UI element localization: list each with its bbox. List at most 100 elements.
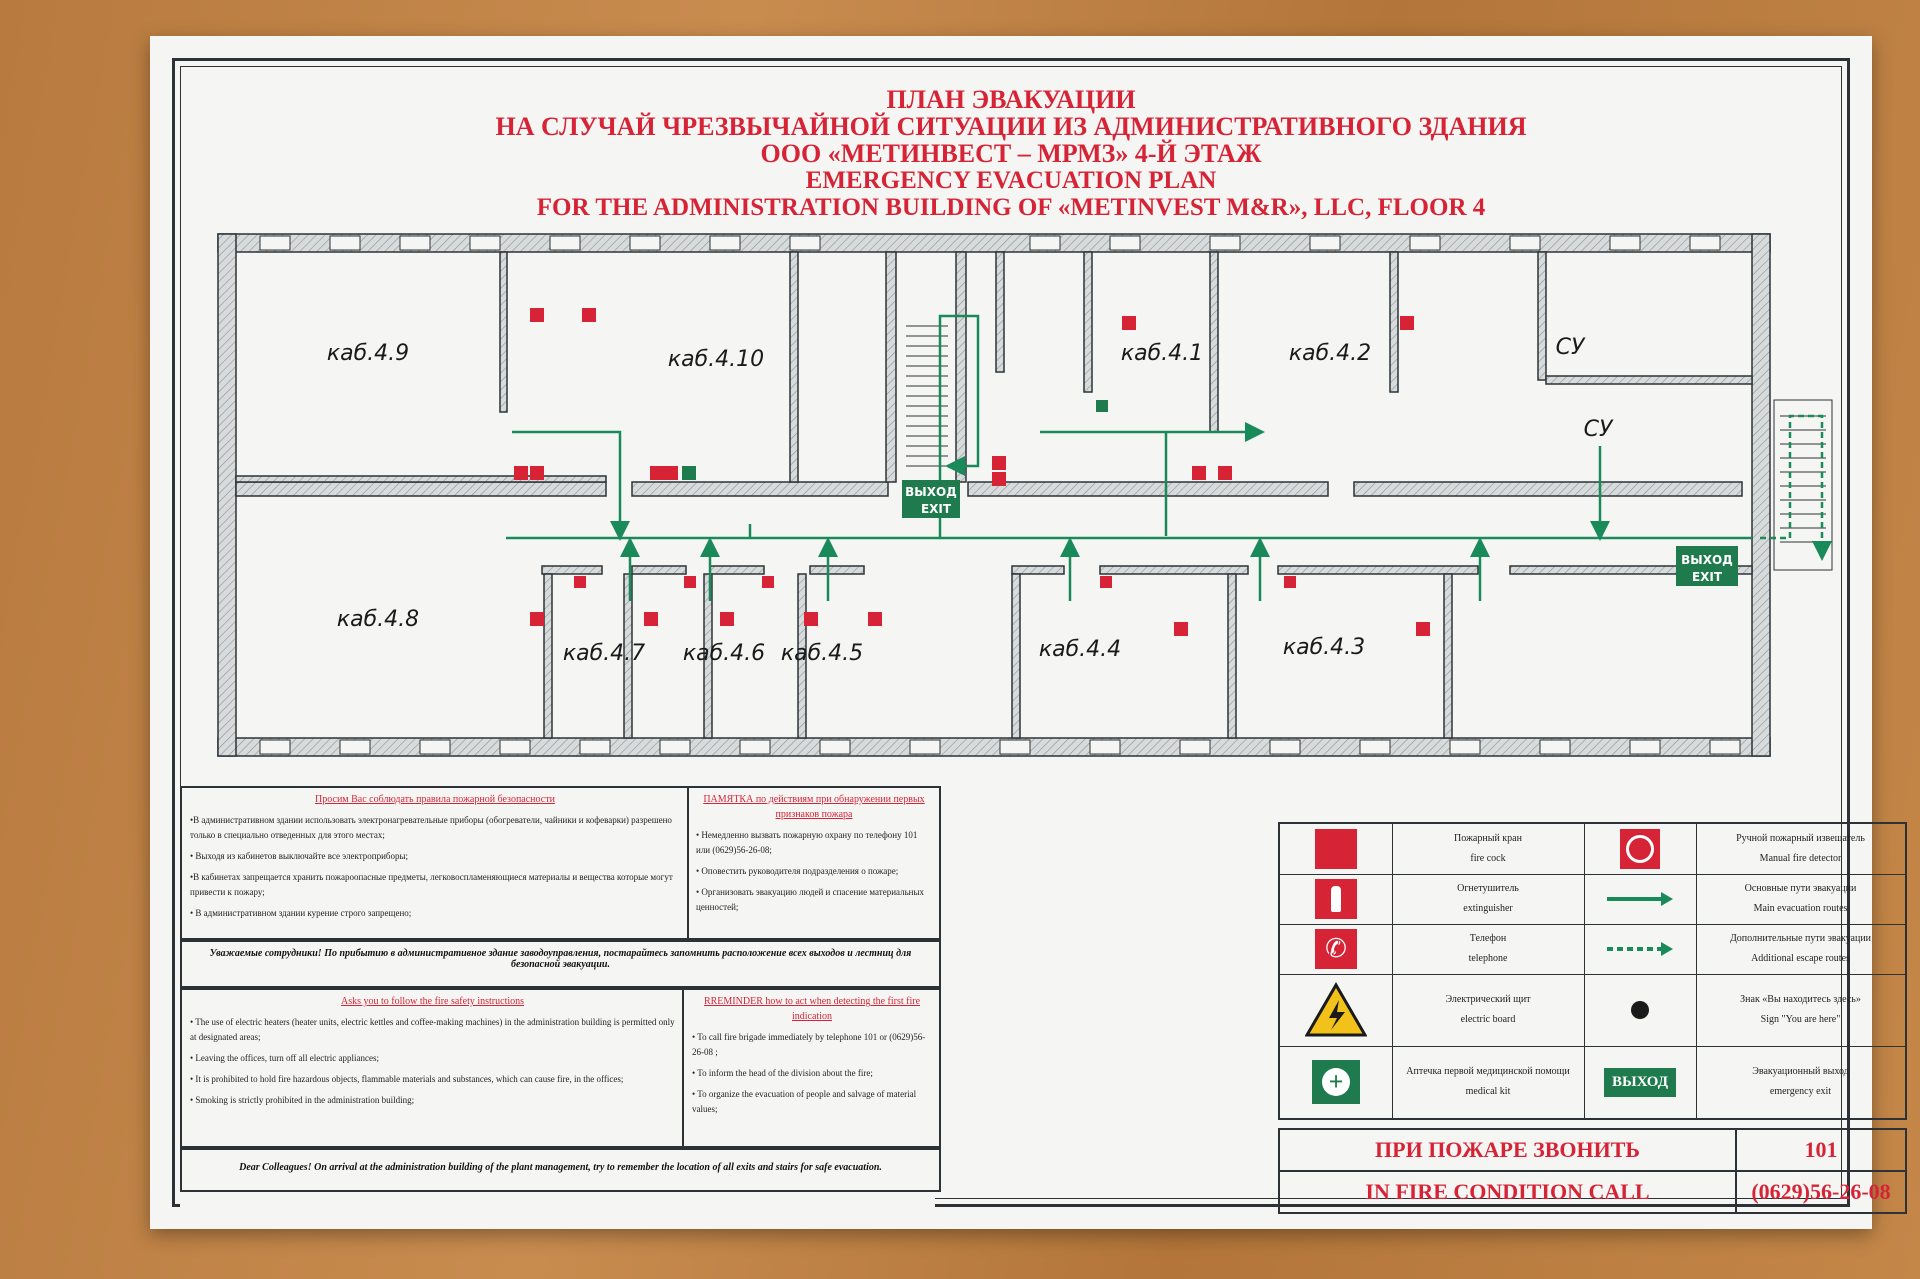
legend-text: Знак «Вы находитесь здесь» Sign "You are …: [1696, 974, 1905, 1046]
memo-en-item: • To inform the head of the division abo…: [692, 1068, 873, 1078]
rules-ru-item: • Выходя из кабинетов выключайте все эле…: [190, 851, 409, 861]
rules-en-heading: Asks you to follow the fire safety instr…: [340, 996, 525, 1007]
memo-ru-item: • Оповестить руководителя подразделения …: [696, 866, 899, 876]
divider: [682, 990, 684, 1146]
memo-ru-heading: ПАМЯТКА по действиям при обнаружении пер…: [703, 794, 925, 820]
wish-ru-text: Уважаемые сотрудники! По прибытию в адми…: [209, 948, 912, 970]
exit-sign-ru: ВЫХОД: [905, 485, 957, 499]
legend-label-ru: Ручной пожарный извещатель: [1736, 833, 1865, 844]
medical-kit-icon: +: [1280, 1046, 1393, 1118]
rules-en-item: • It is prohibited to hold fire hazardou…: [190, 1074, 624, 1084]
title-line-5: FOR THE ADMINISTRATION BUILDING OF «METI…: [536, 194, 1486, 221]
rules-ru-heading: Просим Вас соблюдать правила пожарной бе…: [315, 794, 555, 805]
legend-text: Электрический щит electric board: [1392, 974, 1585, 1046]
room-label-4-10: каб.4.10: [668, 347, 764, 372]
evacuation-plan-sheet: ПЛАН ЭВАКУАЦИИ НА СЛУЧАЙ ЧРЕЗВЫЧАЙНОЙ СИ…: [150, 36, 1907, 1229]
call-label-en: IN FIRE CONDITION CALL: [1280, 1172, 1737, 1212]
rules-en: Asks you to follow the fire safety instr…: [190, 994, 675, 1114]
title-line-4: EMERGENCY EVACUATION PLAN: [805, 167, 1217, 194]
fire-call-box: ПРИ ПОЖАРЕ ЗВОНИТЬ 101 IN FIRE CONDITION…: [1278, 1128, 1907, 1214]
manual-fire-detector-icon: [1584, 824, 1697, 874]
exit-sign-ru-2: ВЫХОД: [1681, 553, 1733, 567]
legend-text: Эвакуационный выход emergency exit: [1696, 1046, 1905, 1118]
legend-label-en: extinguisher: [1463, 903, 1513, 914]
divider: [687, 788, 689, 938]
staircase-center: [906, 325, 948, 467]
legend-label-ru: Эвакуационный выход: [1752, 1066, 1849, 1077]
room-label-4-4: каб.4.4: [1039, 637, 1121, 662]
memo-en-item: • To call fire brigade immediately by te…: [692, 1032, 926, 1057]
memo-ru-item: • Немедленно вызвать пожарную охрану по …: [696, 830, 918, 855]
room-label-4-5: каб.4.5: [781, 641, 863, 666]
legend-label-en: emergency exit: [1769, 1086, 1832, 1097]
rules-en-item: • The use of electric heaters (heater un…: [190, 1017, 675, 1042]
memo-ru: ПАМЯТКА по действиям при обнаружении пер…: [696, 792, 932, 921]
rules-ru-item: • В административном здании курение стро…: [190, 908, 412, 918]
electric-board-icon: [1280, 974, 1393, 1046]
legend-label-ru: Пожарный кран: [1454, 833, 1522, 844]
instructions-ru-box: Просим Вас соблюдать правила пожарной бе…: [180, 786, 941, 940]
exit-sign-en-2: EXIT: [1692, 570, 1723, 584]
room-label-4-8: каб.4.8: [337, 607, 419, 632]
legend-label-en: medical kit: [1465, 1086, 1511, 1097]
exit-sign-right: ВЫХОД EXIT: [1676, 546, 1738, 586]
call-label-ru: ПРИ ПОЖАРЕ ЗВОНИТЬ: [1280, 1130, 1737, 1170]
rules-en-item: • Smoking is strictly prohibited in the …: [190, 1095, 415, 1105]
legend-label-ru: Телефон: [1469, 933, 1507, 944]
rules-ru-item: •В административном здании использовать …: [190, 815, 672, 840]
memo-en-item: • To organize the evacuation of people a…: [692, 1089, 917, 1114]
call-number-ru: 101: [1804, 1137, 1838, 1162]
title-line-3: ООО «МЕТИНВЕСТ – МРМЗ» 4-Й ЭТАЖ: [760, 139, 1262, 168]
legend-label-en: Main evacuation routes: [1753, 903, 1848, 914]
extinguisher-icon: [1280, 874, 1393, 924]
plan-title: ПЛАН ЭВАКУАЦИИ НА СЛУЧАЙ ЧРЕЗВЫЧАЙНОЙ СИ…: [150, 86, 1872, 221]
evacuation-routes: [506, 314, 1832, 601]
staircase-right: [1773, 399, 1833, 571]
you-are-here-icon: [1584, 974, 1697, 1046]
legend-text: Пожарный кран fire cock: [1392, 824, 1585, 874]
legend-label-en: electric board: [1460, 1014, 1516, 1025]
legend-label-ru: Аптечка первой медицинской помощи: [1406, 1066, 1570, 1077]
telephone-icon: ✆: [1280, 924, 1393, 974]
legend-label-ru: Электрический щит: [1445, 994, 1531, 1005]
room-label-4-7: каб.4.7: [563, 641, 645, 666]
rules-ru-item: •В кабинетах запрещается хранить пожароо…: [190, 872, 673, 897]
legend-label-ru: Дополнительные пути эвакуации: [1729, 933, 1872, 944]
exit-sign-text: ВЫХОД: [1603, 1067, 1677, 1097]
rules-ru: Просим Вас соблюдать правила пожарной бе…: [190, 792, 680, 927]
memo-en-heading: RREMINDER how to act when detecting the …: [703, 996, 921, 1022]
legend-label-ru: Знак «Вы находитесь здесь»: [1740, 994, 1861, 1005]
wish-en-box: Dear Colleagues! On arrival at the admin…: [180, 1148, 941, 1192]
main-route-arrow-icon: [1584, 874, 1697, 924]
room-label-4-3: каб.4.3: [1283, 635, 1365, 660]
inner-frame: [180, 66, 1842, 1199]
legend-row: Электрический щит electric board Знак «Вы…: [1280, 974, 1905, 1047]
legend-label-en: fire cock: [1470, 853, 1506, 864]
legend-label-ru: Основные пути эвакуации: [1744, 883, 1857, 894]
legend-row: + Аптечка первой медицинской помощи medic…: [1280, 1046, 1905, 1118]
instructions-en-box: Asks you to follow the fire safety instr…: [180, 988, 941, 1148]
floor-plan: ВЫХОД EXIT ВЫХОД EXIT каб.4.9 каб.4.10 к…: [217, 233, 1833, 757]
title-line-1: ПЛАН ЭВАКУАЦИИ: [886, 85, 1136, 114]
room-label-su-2: СУ: [1584, 417, 1614, 442]
legend-label-en: Manual fire detector: [1759, 853, 1842, 864]
fire-equipment-markers: [514, 308, 1430, 636]
call-number-en: (0629)56-26-08: [1751, 1179, 1891, 1204]
memo-en: RREMINDER how to act when detecting the …: [692, 994, 932, 1123]
room-label-4-2: каб.4.2: [1289, 341, 1371, 366]
room-label-4-6: каб.4.6: [683, 641, 765, 666]
memo-ru-item: • Организовать эвакуацию людей и спасени…: [696, 887, 925, 912]
emergency-exit-sign-icon: ВЫХОД: [1584, 1046, 1697, 1118]
legend-label-en: Sign "You are here": [1760, 1014, 1841, 1025]
room-label-4-1: каб.4.1: [1121, 341, 1203, 366]
call-row-en: IN FIRE CONDITION CALL (0629)56-26-08: [1280, 1172, 1905, 1212]
exit-sign-en: EXIT: [921, 502, 952, 516]
first-aid-marker: [682, 466, 696, 480]
rules-en-item: • Leaving the offices, turn off all elec…: [190, 1053, 379, 1063]
first-aid-marker-2: [1096, 400, 1108, 412]
